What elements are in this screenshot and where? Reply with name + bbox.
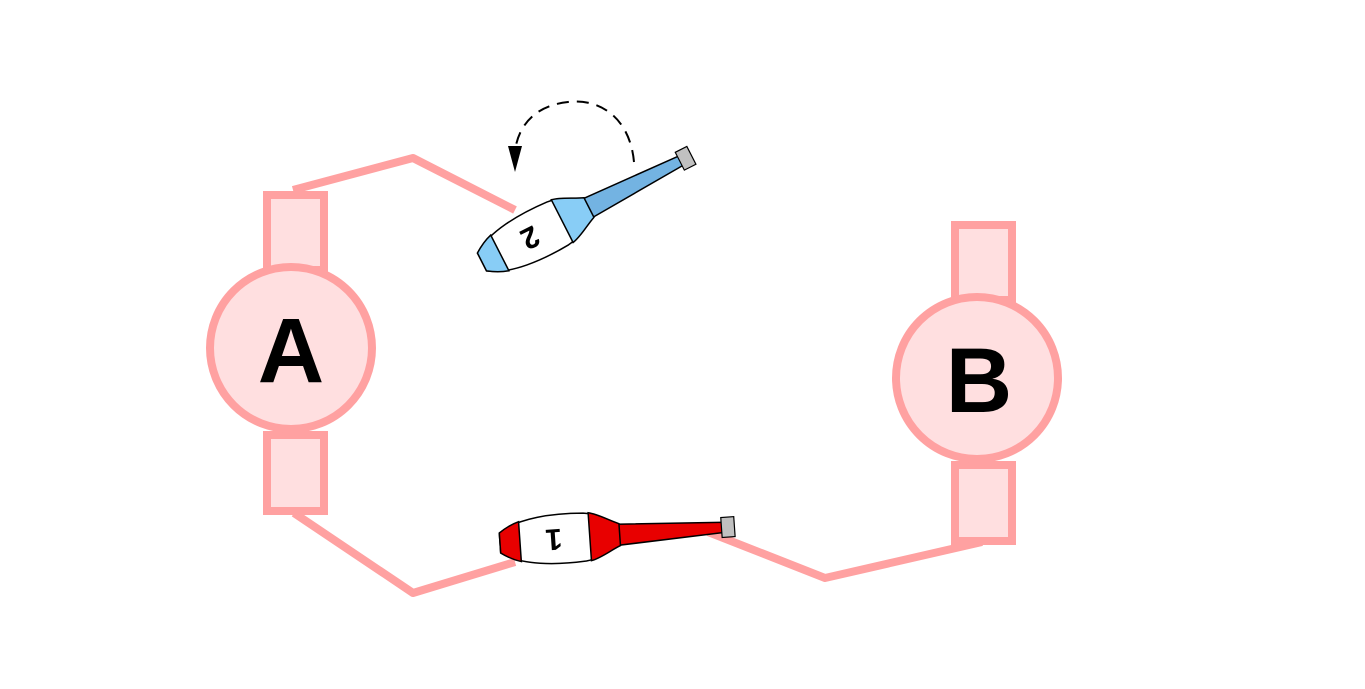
club-2-tip-band [476, 233, 511, 273]
club-1-tip-band [498, 520, 523, 563]
club-2-spin-arrow [508, 100, 635, 172]
juggler-b-lower-hand [951, 461, 1016, 545]
juggler-a-label: A [258, 300, 324, 402]
club-2-knob [674, 145, 697, 171]
juggler-b-upper-hand [951, 221, 1016, 304]
path-a-upper [291, 154, 517, 214]
juggler-b-body [892, 293, 1062, 463]
club-2-neck-band [550, 196, 595, 244]
flight-paths [291, 154, 983, 597]
juggler-b-label: B [946, 330, 1012, 432]
club-2-handle [573, 153, 687, 223]
club-1-handle [608, 521, 727, 548]
juggler-a-upper-hand [263, 191, 328, 274]
club-1-neck-band [587, 511, 622, 562]
path-b-lower [706, 528, 983, 582]
path-a-lower [291, 509, 517, 597]
juggler-a-body [206, 263, 376, 433]
club-1-knob [720, 515, 736, 539]
juggler-a-lower-hand [263, 431, 328, 515]
spin-arrow-head-icon [508, 146, 522, 172]
spin-arrow-arc [514, 100, 635, 163]
club-1-number: 1 [544, 522, 563, 556]
juggler-b: B [892, 221, 1062, 545]
club-2: 2 [476, 145, 697, 273]
juggler-a: A [206, 191, 376, 515]
club-1: 1 [498, 511, 736, 565]
